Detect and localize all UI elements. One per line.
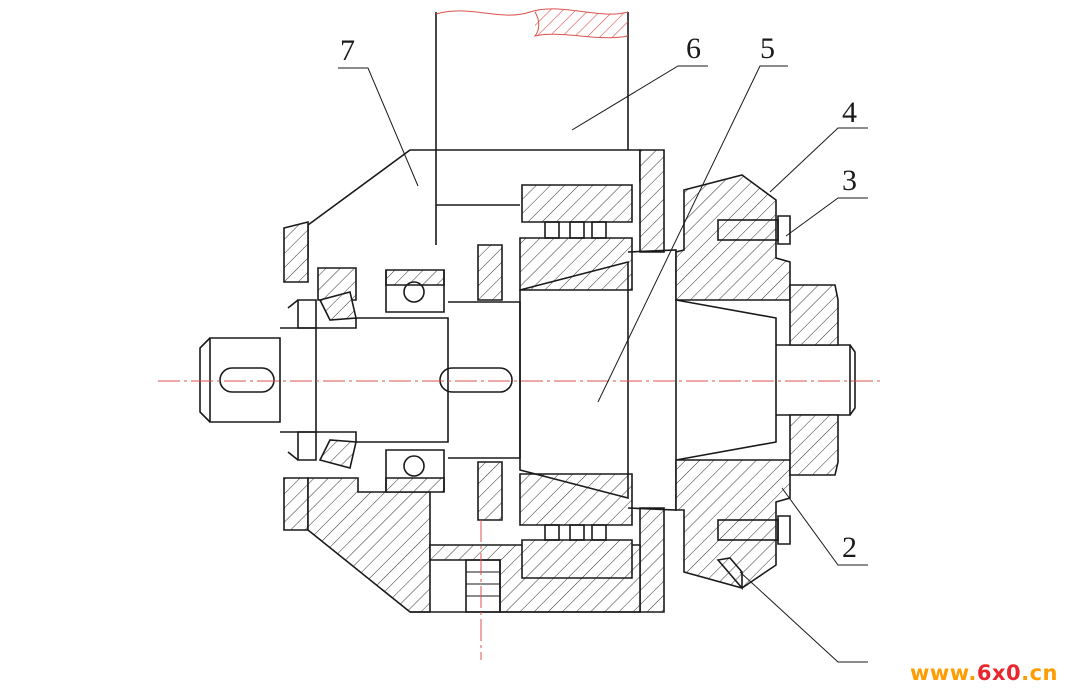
- callout-labels: 7 6 5 4 3 2: [340, 32, 857, 564]
- callout-7: 7: [340, 34, 355, 67]
- centerlines: [158, 380, 880, 660]
- callout-2: 2: [842, 531, 857, 564]
- upper-gear-and-bearings: [317, 184, 633, 313]
- watermark-brand: 6x0: [976, 661, 1022, 685]
- vertical-shaft-part-6: [435, 8, 629, 150]
- left-bearing-assembly: [287, 291, 357, 469]
- callout-6: 6: [686, 32, 701, 65]
- callout-3: 3: [842, 164, 857, 197]
- callout-4: 4: [842, 96, 857, 129]
- lower-gear-and-bearings: [385, 449, 633, 613]
- right-flange-parts: [675, 174, 839, 591]
- watermark-prefix: www.: [909, 661, 977, 685]
- site-watermark: www.6x0.cn: [910, 661, 1058, 685]
- callout-5: 5: [760, 32, 775, 65]
- leader-lines: [338, 65, 868, 663]
- watermark-suffix: .cn: [1021, 661, 1058, 685]
